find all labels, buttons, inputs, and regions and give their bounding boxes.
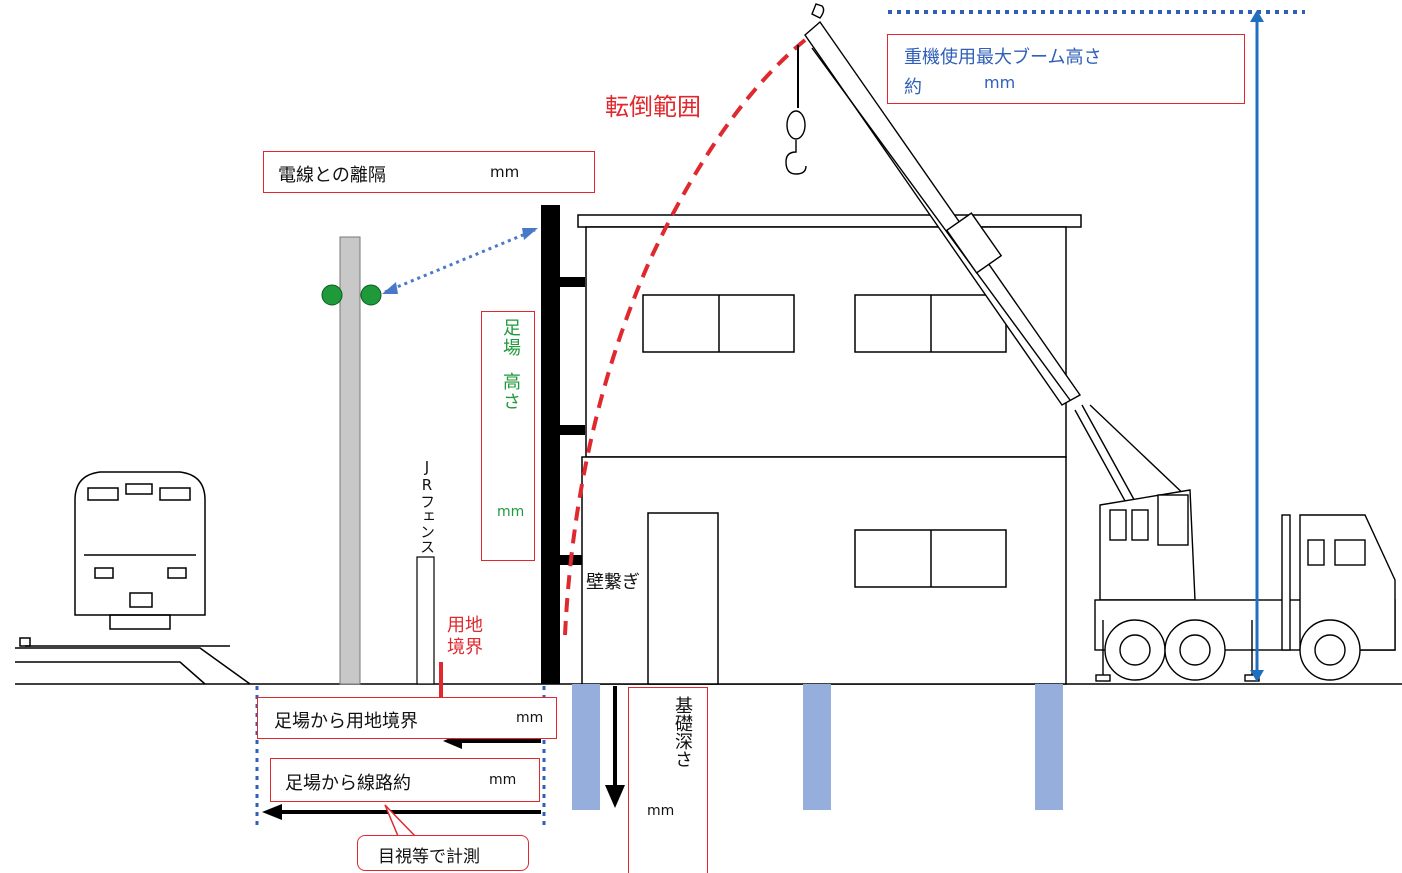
scaffold-height-unit: mm (497, 504, 525, 520)
jr-fence (416, 556, 435, 685)
overturn-range-label: 転倒範囲 (605, 93, 701, 121)
boom-height-approx: 約 (904, 77, 922, 98)
scaffold-to-track-unit: mm (489, 772, 517, 788)
utility-pole (339, 236, 361, 685)
train-icon (15, 471, 251, 685)
wall-tie-label: 壁繋ぎ (586, 572, 640, 593)
foundation-pile (803, 684, 831, 810)
boom-height-unit: mm (984, 73, 1016, 92)
wire-clearance-box: 電線との離隔 mm (263, 151, 595, 193)
wire-clearance-unit: mm (490, 163, 520, 181)
foundation-pile (1035, 684, 1063, 810)
wire-clearance-label: 電線との離隔 (278, 165, 386, 186)
visual-measure-label: 目視等で計測 (378, 847, 480, 867)
scaffold-height-label-2: 高さ (500, 372, 521, 412)
crane-icon (785, 3, 1396, 682)
foundation-depth-unit: mm (647, 803, 675, 819)
scaffold-to-boundary-box: 足場から用地境界 mm (257, 697, 557, 739)
boom-height-box: 重機使用最大ブーム高さ 約 mm (887, 34, 1245, 104)
foundation-depth-label: 基礎深さ (672, 696, 693, 768)
scaffold-to-boundary-unit: mm (516, 710, 544, 726)
foundation-pile (572, 684, 600, 810)
house (577, 214, 1082, 685)
scaffold-to-track-label: 足場から線路約 (285, 773, 411, 794)
boom-height-label: 重機使用最大ブーム高さ (904, 47, 1102, 68)
scaffold-height-box: 足場 高さ mm (481, 311, 535, 561)
overturn-range-arc (563, 38, 807, 636)
foundation-depth-box: 基礎深さ mm (628, 687, 708, 873)
visual-measure-callout: 目視等で計測 (357, 835, 529, 871)
insulator-icon (321, 284, 343, 306)
scaffold-to-boundary-label: 足場から用地境界 (274, 711, 418, 732)
jr-fence-label: JRフェンス (418, 458, 436, 554)
site-boundary-label: 用地境界 (447, 615, 483, 658)
scaffold-height-label-1: 足場 (500, 318, 521, 358)
scaffold-to-track-box: 足場から線路約 mm (270, 758, 540, 802)
insulator-icon (360, 284, 382, 306)
scaffold (541, 205, 560, 684)
wire-clearance-arrow (384, 228, 536, 294)
